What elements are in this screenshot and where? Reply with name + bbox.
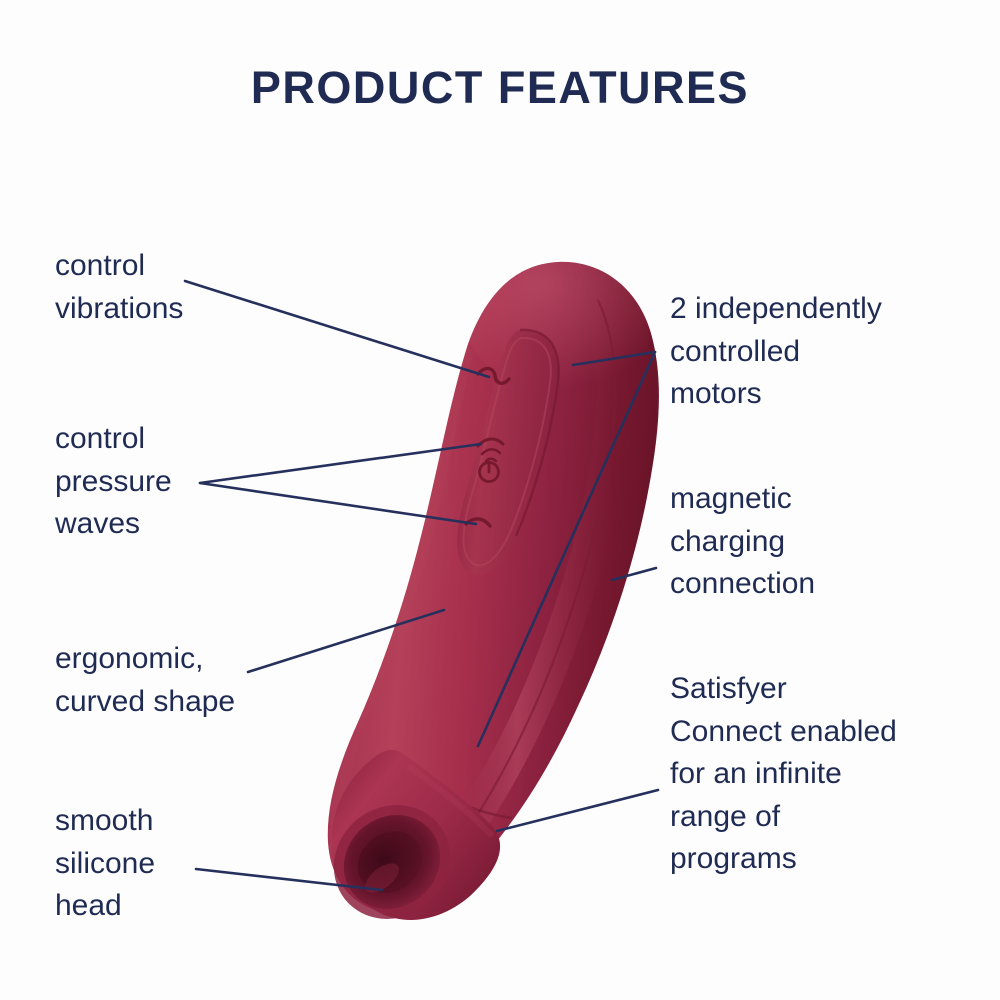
silicone-head (332, 749, 501, 920)
callout-label-control-vibrations: control vibrations (55, 249, 184, 325)
callout-label-control-pressure-waves: control pressure waves (55, 422, 172, 541)
callout-label-ergonomic-curved-shape: ergonomic, curved shape (55, 642, 236, 718)
callout-label-independently-controlled-motors: 2 independently controlled motors (670, 292, 882, 411)
page-title: PRODUCT FEATURES (250, 62, 750, 113)
callout-label-smooth-silicone-head: smooth silicone head (55, 804, 156, 923)
callout-label-magnetic-charging-connection: magnetic charging connection (670, 482, 816, 601)
callout-label-satisfyer-connect-programs: Satisfyer Connect enabled for an infinit… (670, 672, 897, 876)
